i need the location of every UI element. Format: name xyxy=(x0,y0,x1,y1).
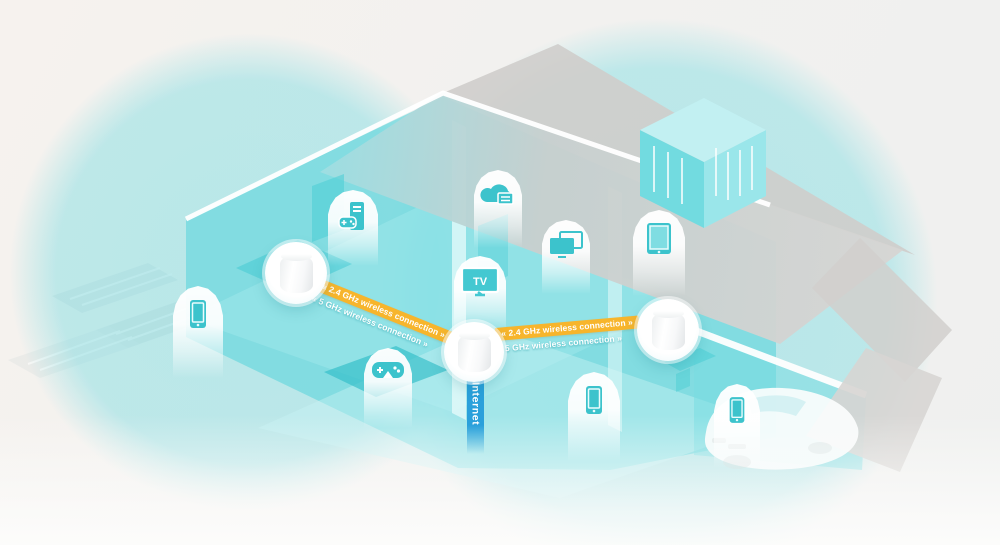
cloud-storage-icon xyxy=(480,184,514,205)
gamepad-icon xyxy=(372,362,404,379)
tablet-icon xyxy=(647,223,671,255)
mesh-router-upstairs xyxy=(637,299,699,361)
device-pin-phone-patio xyxy=(173,286,223,378)
roof xyxy=(320,92,903,344)
smartphone-icon xyxy=(190,299,206,328)
device-pin-media-console xyxy=(328,190,378,266)
tv-icon: TV xyxy=(460,267,500,297)
roof-overhang xyxy=(812,238,952,382)
router-unit xyxy=(457,331,491,372)
tv-label: TV xyxy=(473,276,488,288)
computer-gamepad-icon xyxy=(338,201,364,230)
device-pin-game-controller xyxy=(364,348,412,428)
router-unit xyxy=(279,252,313,293)
device-pin-cloud-printer xyxy=(474,170,522,248)
device-pin-tv: TV xyxy=(454,256,506,334)
device-pin-tablet xyxy=(633,210,685,296)
desktop-monitors-icon xyxy=(550,230,583,258)
device-pin-phone-hallway xyxy=(568,372,620,462)
internet-label: Internet xyxy=(469,382,482,426)
device-pin-phone-garage xyxy=(714,384,760,468)
mesh-router-attic xyxy=(265,242,327,304)
router-unit xyxy=(651,309,685,350)
smartphone-icon xyxy=(729,397,745,423)
device-pin-desktop-pc xyxy=(542,220,590,294)
dormer xyxy=(640,98,766,228)
smartphone-icon xyxy=(586,385,602,414)
mesh-router-living-room xyxy=(444,322,504,382)
internet-cable: Internet xyxy=(467,378,484,454)
